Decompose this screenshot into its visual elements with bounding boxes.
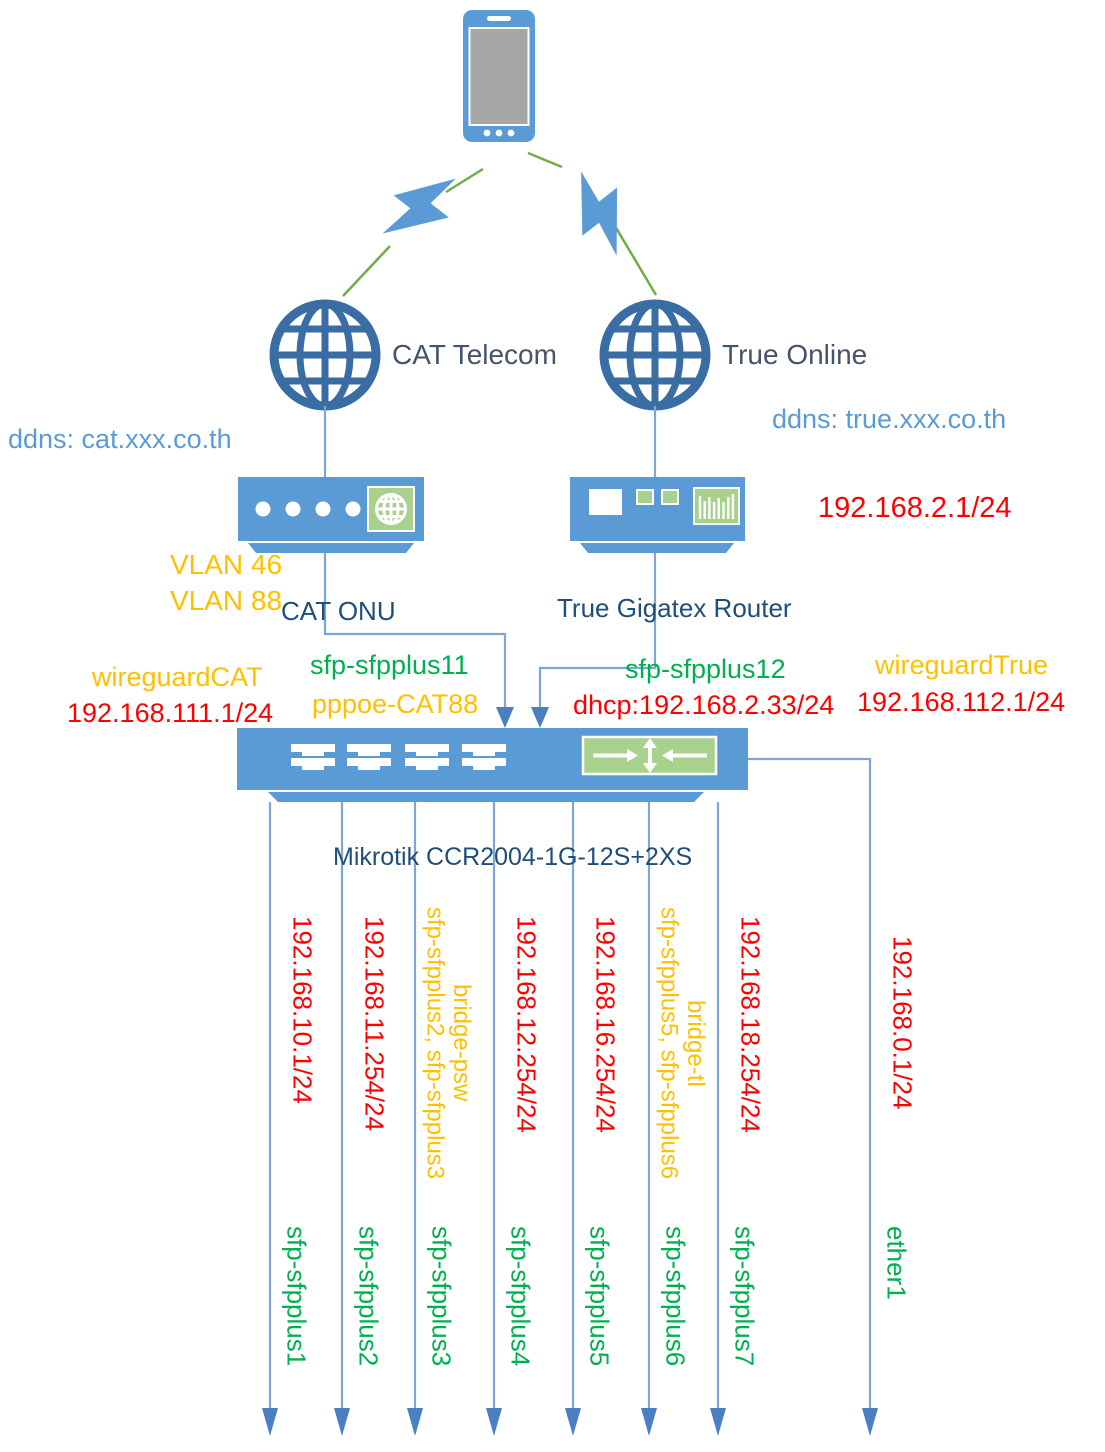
down-arrow-icon — [407, 1408, 423, 1436]
cat-ddns-label: ddns: cat.xxx.co.th — [8, 424, 232, 454]
cat-onu-label: CAT ONU — [281, 596, 396, 626]
bridge-name-label: bridge-tl — [681, 999, 709, 1087]
lightning-bolt-icon — [581, 171, 618, 256]
lan-port-label: sfp-sfpplus4 — [505, 1226, 536, 1367]
lan-ip-label: 192.168.18.254/24 — [735, 916, 766, 1133]
lan-port-label: sfp-sfpplus1 — [281, 1226, 312, 1367]
true-router-ip-label: 192.168.2.1/24 — [818, 492, 1012, 524]
mikrotik-model-label: Mikrotik CCR2004-1G-12S+2XS — [333, 843, 693, 871]
router-grill-icon — [698, 494, 735, 519]
lan-port-label: sfp-sfpplus7 — [729, 1226, 760, 1367]
vlan88-label: VLAN 88 — [170, 585, 283, 616]
wireguard-cat-label: wireguardCAT — [92, 662, 263, 692]
signal-lines — [342, 151, 658, 297]
down-arrow-icon — [334, 1408, 350, 1436]
smartphone-icon — [463, 10, 535, 142]
sfp-port-icon — [291, 744, 335, 770]
signal-line — [445, 167, 484, 194]
mikrotik-device — [237, 728, 748, 802]
down-arrow-icon — [862, 1408, 878, 1436]
ether1-line — [748, 757, 872, 1410]
bridge-name-label: bridge-psw — [447, 984, 475, 1102]
routing-arrows-icon — [581, 735, 718, 776]
wireguard-true-ip-label: 192.168.112.1/24 — [857, 687, 1066, 717]
lan-port-label: sfp-sfpplus2 — [353, 1226, 384, 1367]
lan-ip-label: 192.168.12.254/24 — [511, 916, 542, 1133]
internet-globe-icon — [269, 299, 381, 411]
cat-telecom-label: CAT Telecom — [392, 339, 557, 370]
signal-line — [610, 220, 658, 296]
wireguard-cat-ip-label: 192.168.111.1/24 — [67, 698, 274, 728]
lan-port-label: sfp-sfpplus3 — [426, 1226, 457, 1367]
onu-to-mikrotik-line — [323, 553, 507, 710]
down-arrow-icon — [710, 1408, 726, 1436]
lan-lines — [268, 802, 720, 1410]
sfp-port-icon — [462, 744, 506, 770]
sfpplus11-label: sfp-sfpplus11 — [310, 650, 469, 680]
lan-port-label: sfp-sfpplus5 — [584, 1226, 615, 1367]
true-router-device — [570, 477, 745, 553]
sfp-port-icon — [347, 744, 391, 770]
lan-arrows — [262, 1408, 878, 1436]
sfp-port-icon — [405, 744, 449, 770]
true-online-label: True Online — [722, 339, 868, 370]
signal-line — [342, 245, 391, 297]
lan-ip-label: 192.168.11.254/24 — [359, 916, 390, 1131]
bridge-members-label: sfp-sfpplus2, sfp-sfpplus3 — [421, 906, 449, 1180]
down-arrow-icon — [531, 707, 549, 728]
internet-globe-icon — [599, 299, 711, 411]
down-arrow-icon — [496, 707, 514, 728]
lan-port-label: sfp-sfpplus6 — [660, 1226, 691, 1367]
lan-ip-label: 192.168.10.1/24 — [287, 916, 318, 1104]
sfpplus12-label: sfp-sfpplus12 — [625, 654, 786, 684]
lan-ip-label: 192.168.0.1/24 — [887, 936, 918, 1110]
down-arrow-icon — [486, 1408, 502, 1436]
vlan46-label: VLAN 46 — [170, 549, 283, 580]
onu-globe-icon — [375, 493, 407, 525]
bridge-members-label: sfp-sfpplus5, sfp-sfpplus6 — [655, 906, 683, 1180]
dhcp-ip-label: dhcp:192.168.2.33/24 — [573, 690, 835, 720]
signal-line — [527, 151, 563, 169]
down-arrow-icon — [565, 1408, 581, 1436]
true-ddns-label: ddns: true.xxx.co.th — [772, 404, 1007, 434]
true-router-label: True Gigatex Router — [557, 593, 792, 623]
pppoe-cat88-label: pppoe-CAT88 — [312, 689, 479, 719]
down-arrow-icon — [641, 1408, 657, 1436]
cat-onu-device — [238, 477, 424, 553]
lightning-bolt-icon — [382, 178, 456, 234]
connector-lines — [323, 406, 872, 1410]
lan-port-label: ether1 — [881, 1226, 912, 1300]
bridge-psw-labels: sfp-sfpplus2, sfp-sfpplus3 bridge-psw — [421, 878, 474, 1208]
down-arrow-icon — [262, 1408, 278, 1436]
router-to-mikrotik-line — [538, 553, 657, 710]
bridge-tl-labels: sfp-sfpplus5, sfp-sfpplus6 bridge-tl — [655, 878, 708, 1208]
wireguard-true-label: wireguardTrue — [875, 650, 1049, 680]
lan-ip-label: 192.168.16.254/24 — [590, 916, 621, 1133]
